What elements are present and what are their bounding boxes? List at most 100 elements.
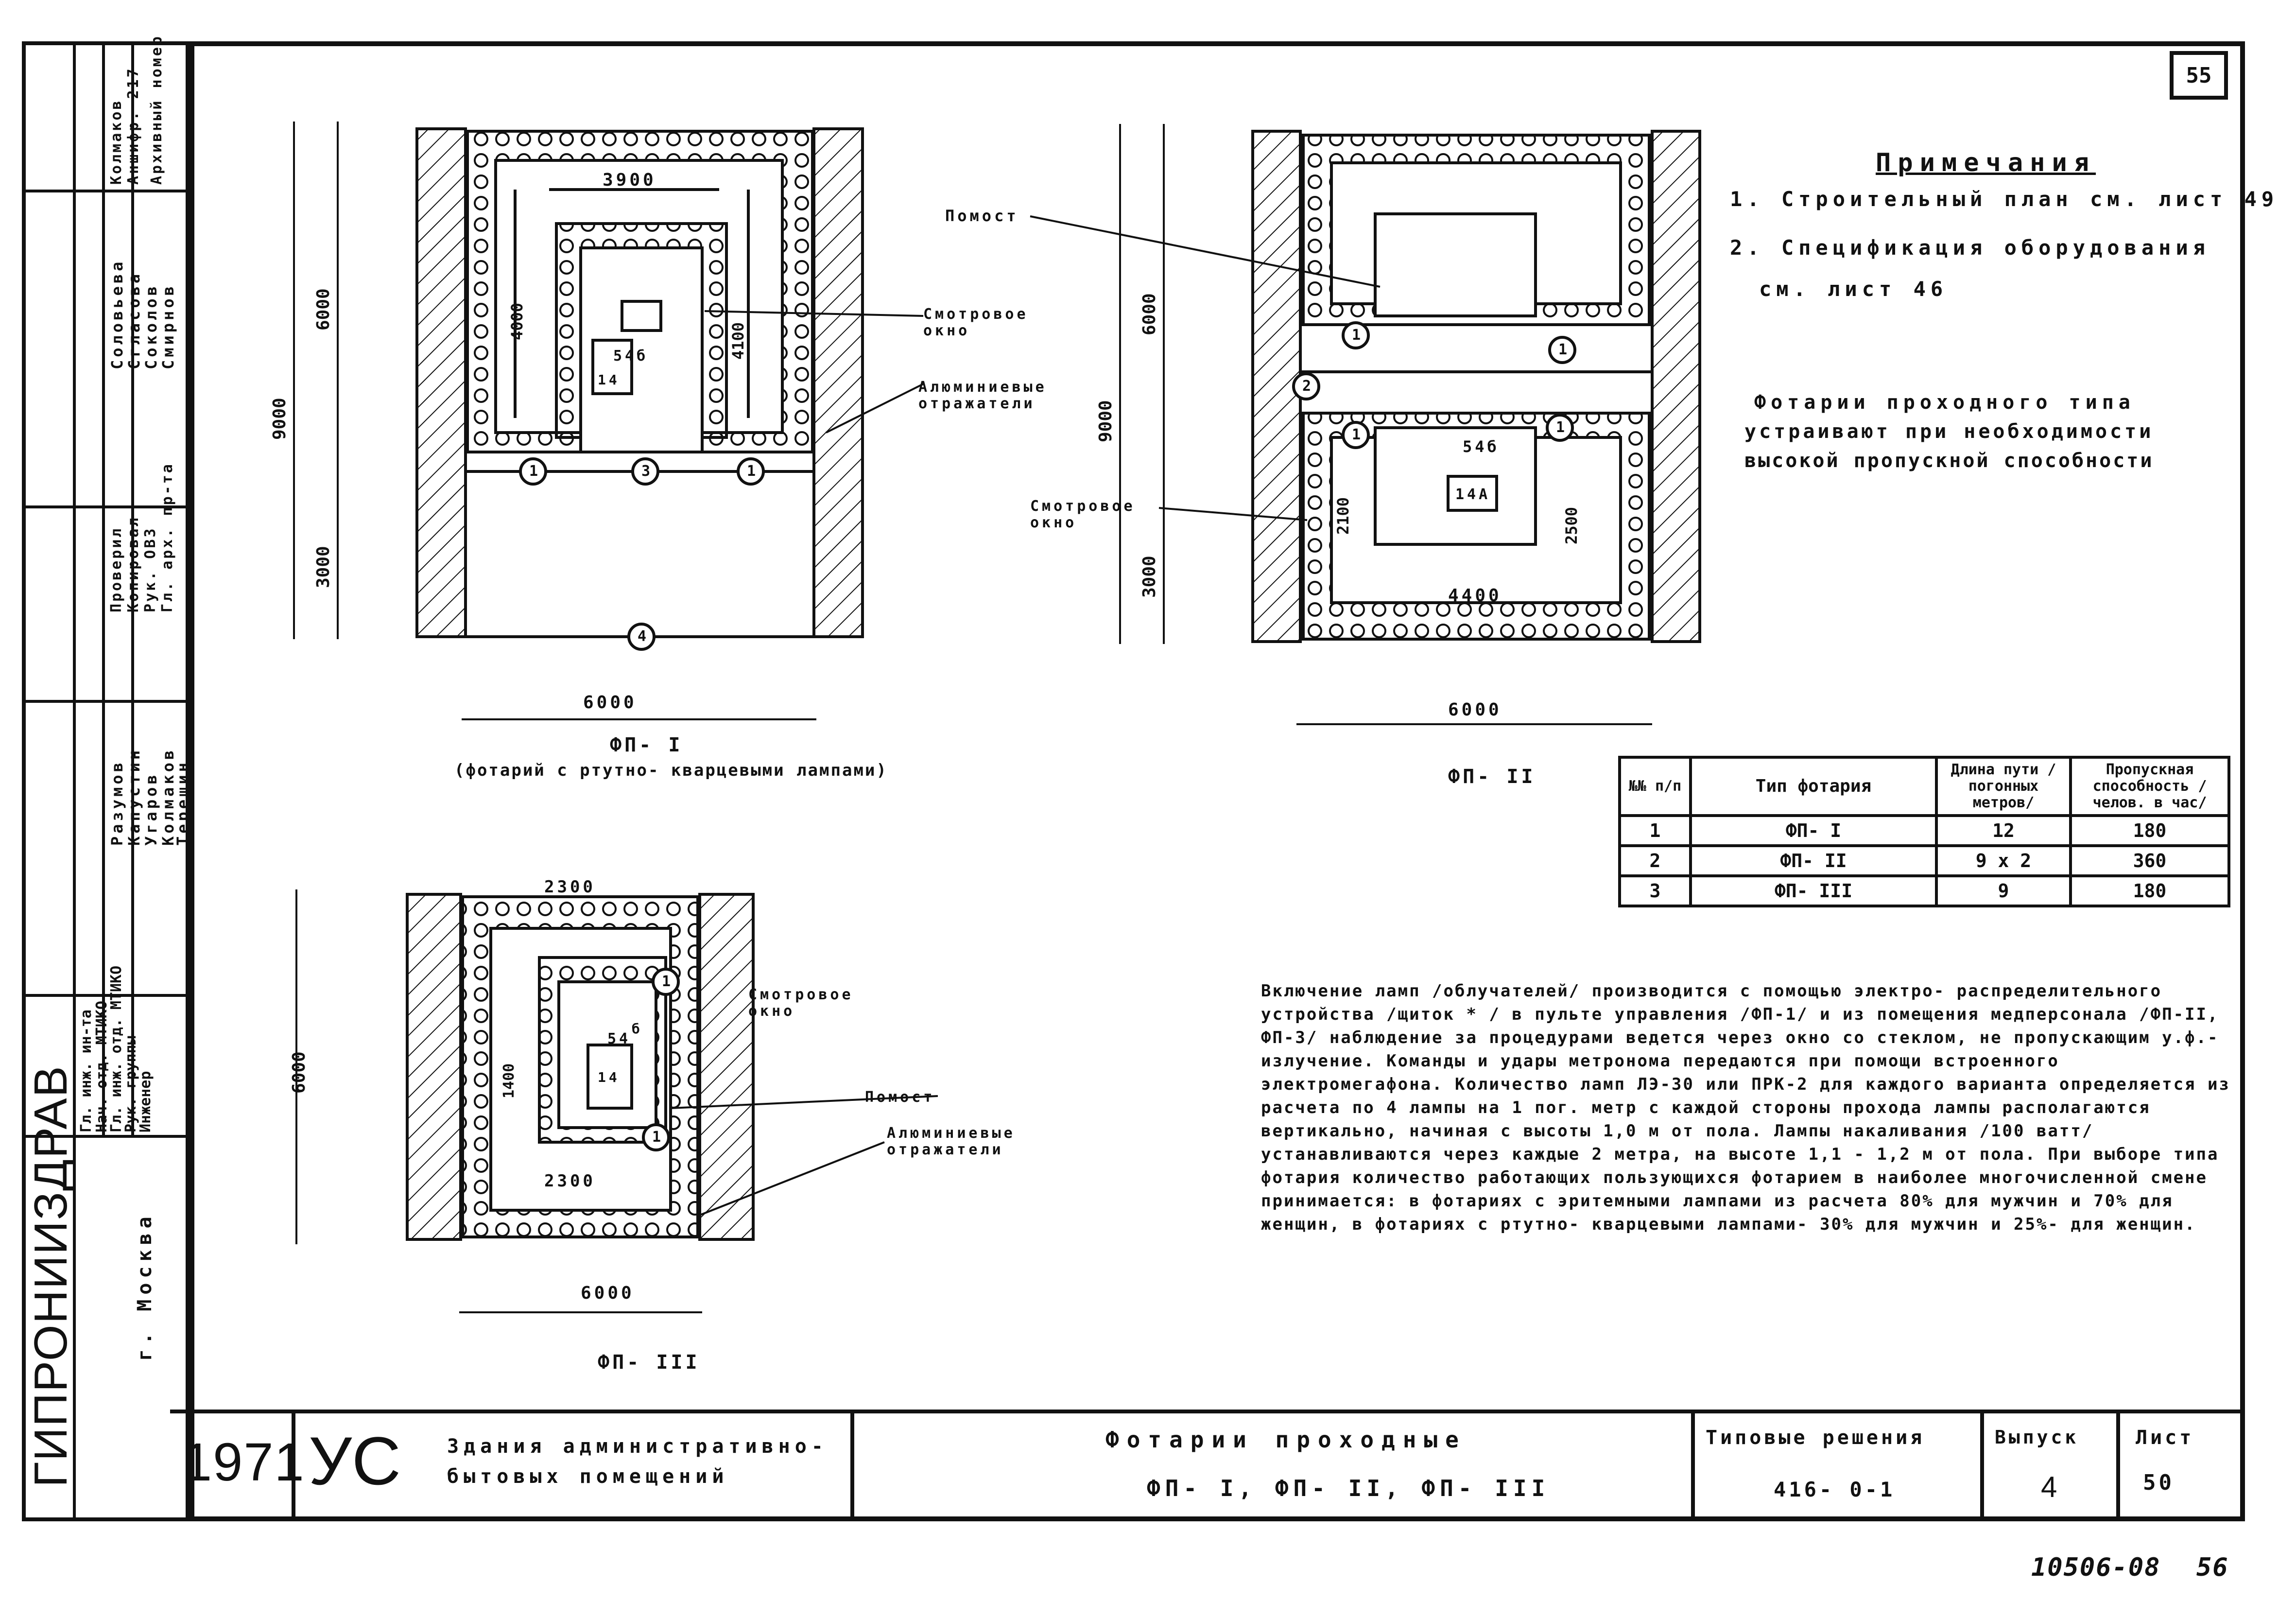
left-stamp (22, 41, 190, 1521)
fp1-equipment (591, 339, 633, 395)
table-row: 1 ФП- I 12 180 (1618, 814, 2230, 847)
table-row: 2 ФП- II 9 x 2 360 (1618, 844, 2230, 877)
stamp-extra-1: Колмаков (108, 99, 125, 185)
spec-col-capacity: Пропускная способность /челов. в час/ (2069, 756, 2230, 817)
stamp-name2-1: Соловьева (108, 259, 126, 369)
cell: ФП- I (1689, 814, 1938, 847)
stamp-name-2: Капустин (125, 747, 143, 846)
tb-logo: УС (309, 1423, 401, 1499)
stamp-role-5: Инженер (137, 1071, 154, 1132)
stamp-name-1: Разумов (108, 760, 126, 846)
side-note-1: Фотарии проходного типа (1754, 391, 2135, 414)
stamp-name-5: Терешин (173, 760, 192, 846)
callout-leaders (670, 215, 1381, 1216)
callout-pomost-fp3: Помост (865, 1089, 935, 1106)
fp1-mark-1b: 1 (747, 463, 759, 480)
fp2-mark-1b: 1 (1352, 426, 1364, 443)
fp2-dim-bottom-w: 4400 (1448, 586, 1502, 606)
stamp-city: г. Москва (134, 1212, 156, 1361)
spec-table: №№ п/п Тип фотария Длина пути /погонных … (1618, 756, 2230, 907)
cell: 12 (1935, 814, 2072, 847)
title-block (190, 1410, 2245, 1521)
stamp-extra-3: Архивный номер (148, 35, 165, 185)
fp1-equip-54: 54б (613, 348, 649, 365)
stamp-name2-3: Соколов (142, 283, 160, 369)
fp2-mark-1a: 1 (1352, 327, 1364, 344)
fp3-equip-b: б (632, 1021, 643, 1037)
fp1-mark-3: 3 (641, 463, 654, 480)
fp2-dim-lower-h: 3000 (1139, 556, 1159, 598)
fp1-dim-left-h: 4000 (508, 302, 526, 340)
callout-okno-fp1: Смотровое окно (923, 306, 1029, 339)
cell: 9 x 2 (1935, 844, 2072, 877)
stamp-name-3: Угаров (142, 772, 160, 846)
stamp-name2-2: Сгласова (125, 271, 143, 369)
fp1-platform (621, 300, 662, 332)
side-note-2: устраивают при необходимости (1744, 420, 2154, 443)
callout-reflectors-fp1: Алюминиевые отражатели (918, 379, 1047, 412)
fp3-dim-width: 6000 (581, 1283, 635, 1303)
fp1-caption: ФП- I (610, 734, 683, 756)
fp3-wall-left (406, 893, 462, 1241)
callout-pomost-fp2: Помост (945, 207, 1019, 225)
fp2-caption: ФП- II (1448, 766, 1536, 788)
cell: 180 (2069, 814, 2230, 847)
stamp-role2-3: Рук. ОВЗ (142, 526, 159, 613)
cell: 9 (1935, 874, 2072, 907)
fp1-wall-left (415, 127, 467, 638)
spec-col-num: №№ п/п (1618, 756, 1692, 817)
callout-okno-fp2: Смотровое окно (1030, 498, 1136, 531)
fp3-dim-bottom-w: 2300 (544, 1171, 596, 1191)
cell: 360 (2069, 844, 2230, 877)
fp2-dim-width: 6000 (1448, 700, 1502, 720)
fp2-equipment (1447, 475, 1498, 512)
stamp-org: ГИПРОНИИЗДРАВ (25, 1065, 77, 1487)
cell: 1 (1618, 814, 1692, 847)
tb-title-1: Фотарии проходные (1105, 1427, 1467, 1453)
plan-fp3 (295, 889, 755, 1313)
stamp-role2-2: Копировал (125, 516, 142, 612)
plan-fp1 (293, 122, 864, 720)
bottom-code: 10506-08 (2031, 1553, 2161, 1582)
callout-okno-fp3: Смотровое окно (748, 986, 854, 1020)
fp2-equip-54: 54б (1463, 437, 1500, 456)
spec-col-type: Тип фотария (1689, 756, 1938, 817)
tb-title-2: ФП- I, ФП- II, ФП- III (1147, 1475, 1550, 1501)
note-3: см. лист 46 (1759, 277, 1948, 301)
fp1-mark-4: 4 (638, 628, 650, 645)
fp1-subcaption: (фотарий с ртутно- кварцевыми лампами) (454, 761, 888, 780)
stamp-extra-2: Аншифр. 217 (125, 67, 142, 185)
cell: 3 (1618, 874, 1692, 907)
fp3-dim-height: 6000 (289, 1051, 309, 1094)
fp1-dim-upper-h: 6000 (313, 288, 333, 331)
fp1-dim-lower-h: 3000 (313, 546, 333, 588)
fp2-dim-right-h: 2500 (1562, 506, 1581, 544)
fp2-wall-right (1651, 130, 1701, 643)
sheet-number: 55 (2170, 51, 2228, 100)
fp1-mark-1a: 1 (529, 463, 541, 480)
fp1-dim-inner-w: 3900 (603, 170, 656, 190)
fp3-equip-54: 54 (607, 1030, 631, 1047)
stamp-role2-4: Гл. арх. пр-та (159, 462, 176, 612)
tb-sheet-value: 50 (2143, 1470, 2175, 1495)
plan-fp2 (1119, 124, 1701, 725)
fp3-equipment (587, 1044, 633, 1110)
fp1-dim-right-h: 4100 (729, 322, 747, 360)
bottom-page: 56 (2196, 1553, 2229, 1582)
fp3-wall-right (698, 893, 755, 1241)
stamp-role2-1: Проверил (108, 526, 125, 613)
fp2-mark-1c: 1 (1558, 341, 1571, 358)
fp1-dim-total-h: 9000 (270, 398, 290, 440)
fp3-dim-top-w: 2300 (544, 877, 596, 897)
table-row: 3 ФП- III 9 180 (1618, 874, 2230, 907)
fp3-mark-1a: 1 (662, 973, 674, 990)
note-1: 1. Строительный план см. лист 49 (1730, 187, 2279, 211)
fp1-equip-14: 14 (598, 372, 620, 388)
main-text: Включение ламп /облучателей/ производитс… (1261, 981, 2230, 1234)
cell: ФП- III (1689, 874, 1938, 907)
fp3-equip-14: 14 (598, 1069, 620, 1085)
tb-project: Здания административно- бытовых помещени… (447, 1435, 828, 1488)
notes-title: Примечания (1876, 148, 2096, 177)
spec-header-row: №№ п/п Тип фотария Длина пути /погонных … (1618, 756, 2230, 817)
